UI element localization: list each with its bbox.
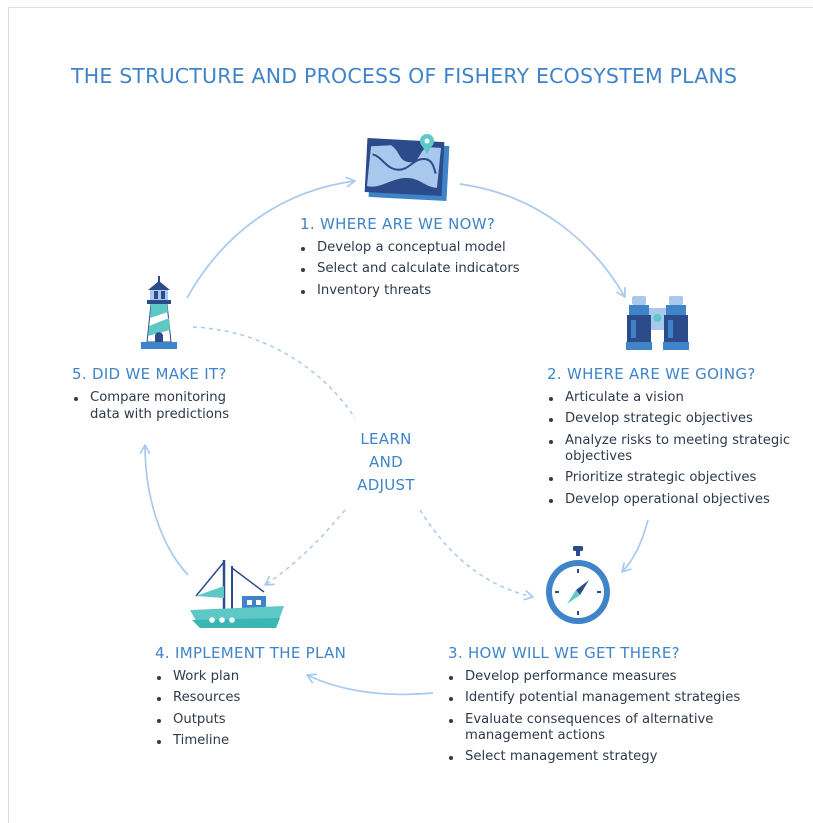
list-item: Select and calculate indicators [300, 261, 520, 278]
list-item: Compare monitoring data with predictions [73, 390, 248, 423]
step-2-list: Articulate a vision Develop strategic ob… [548, 390, 798, 513]
list-item: Timeline [156, 733, 240, 750]
arrow-3-to-4 [306, 673, 434, 696]
list-item: Identify potential management strategies [448, 690, 748, 707]
center-label-line: LEARN [360, 430, 412, 448]
arrow-1-to-2 [459, 183, 626, 298]
list-item: Articulate a vision [548, 390, 798, 407]
frame-border-top [8, 7, 813, 8]
center-label-line: AND [369, 453, 403, 471]
list-item: Outputs [156, 712, 240, 729]
step-5-heading: 5. DID WE MAKE IT? [72, 365, 227, 383]
list-item: Inventory threats [300, 283, 520, 300]
step-4-list: Work plan Resources Outputs Timeline [156, 669, 240, 754]
list-item: Develop a conceptual model [300, 240, 520, 257]
list-item: Prioritize strategic objectives [548, 470, 798, 487]
list-item: Evaluate consequences of alternative man… [448, 712, 720, 745]
frame-border-left [8, 7, 9, 823]
list-item: Develop performance measures [448, 669, 748, 686]
step-2-heading: 2. WHERE ARE WE GOING? [547, 365, 756, 383]
dashed-to-compass [419, 509, 534, 601]
step-1-list: Develop a conceptual model Select and ca… [300, 240, 520, 304]
arrow-5-to-1 [186, 176, 356, 299]
list-item: Select management strategy [448, 749, 748, 766]
step-3-heading: 3. HOW WILL WE GET THERE? [448, 644, 680, 662]
step-3-list: Develop performance measures Identify po… [448, 669, 748, 771]
arrow-2-to-3 [621, 519, 649, 573]
list-item: Develop operational objectives [548, 492, 798, 509]
step-4-heading: 4. IMPLEMENT THE PLAN [155, 644, 347, 662]
learn-and-adjust-label: LEARN AND ADJUST [338, 428, 434, 497]
dashed-from-lighthouse [192, 326, 356, 419]
list-item: Work plan [156, 669, 240, 686]
center-label-line: ADJUST [357, 476, 415, 494]
list-item: Analyze risks to meeting strategic objec… [548, 433, 798, 466]
dashed-to-boat [264, 509, 346, 586]
step-1-heading: 1. WHERE ARE WE NOW? [300, 215, 496, 233]
list-item: Develop strategic objectives [548, 411, 798, 428]
page-title: THE STRUCTURE AND PROCESS OF FISHERY ECO… [71, 64, 738, 88]
list-item: Resources [156, 690, 240, 707]
arrow-4-to-5 [139, 444, 189, 576]
step-5-list: Compare monitoring data with predictions [73, 390, 248, 428]
